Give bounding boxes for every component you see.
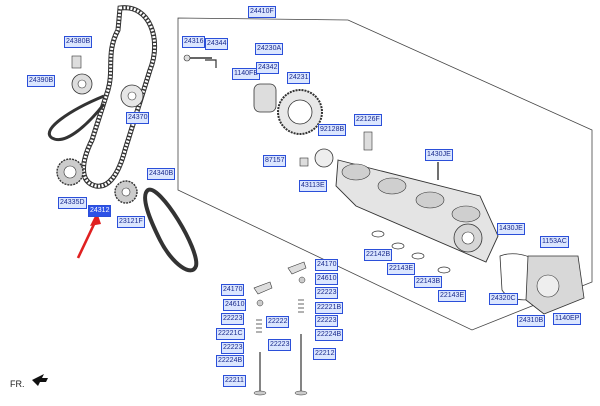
- part-label-24610-right[interactable]: 24610: [315, 273, 339, 285]
- part-label-24310b[interactable]: 24310B: [517, 315, 546, 327]
- part-label-1140ep[interactable]: 1140EP: [553, 313, 582, 325]
- selection-arrow: [76, 212, 101, 259]
- part-label-24342[interactable]: 24342: [256, 62, 280, 74]
- part-label-23121f[interactable]: 23121F: [117, 216, 145, 228]
- valve-spring-left: [256, 319, 262, 333]
- part-label-24231[interactable]: 24231: [287, 72, 311, 84]
- part-label-24170-left[interactable]: 24170: [221, 284, 245, 296]
- part-label-22223-right-2[interactable]: 22223: [315, 315, 339, 327]
- part-label-24344[interactable]: 24344: [205, 38, 229, 50]
- part-label-24335d[interactable]: 24335D: [58, 197, 87, 209]
- part-label-22224b-right[interactable]: 22224B: [315, 329, 344, 341]
- cylinder-head-group-frame: [177, 17, 593, 331]
- lash-adjuster-24610-left: [256, 299, 264, 307]
- cvvt-actuator-24342: [253, 83, 277, 113]
- front-direction-arrow-icon: [32, 374, 48, 386]
- belt-loop-left: [48, 94, 106, 142]
- pin-24344: [205, 59, 217, 68]
- part-label-1140fb[interactable]: 1140FB: [232, 68, 260, 80]
- part-label-43113e[interactable]: 43113E: [299, 180, 327, 192]
- part-label-22143e-upper[interactable]: 22143E: [387, 263, 416, 275]
- valve-spring-right: [298, 299, 304, 313]
- part-label-24170-right[interactable]: 24170: [315, 259, 339, 271]
- part-label-22221c[interactable]: 22221C: [216, 328, 245, 340]
- part-label-22211[interactable]: 22211: [223, 375, 246, 387]
- cylinder-head-24410f: [335, 159, 499, 263]
- part-label-22221b-right[interactable]: 22221B: [315, 302, 344, 314]
- crank-sprocket-24335d: [56, 158, 84, 186]
- part-label-24610-left[interactable]: 24610: [223, 299, 247, 311]
- part-label-1153ac[interactable]: 1153AC: [540, 236, 569, 248]
- part-label-24380b[interactable]: 24380B: [64, 36, 93, 48]
- part-label-87157[interactable]: 87157: [263, 155, 287, 167]
- seal-22143b: [411, 252, 425, 260]
- part-label-22143b[interactable]: 22143B: [414, 276, 443, 288]
- part-label-22223-right-1[interactable]: 22223: [315, 287, 339, 299]
- part-label-22143e-lower[interactable]: 22143E: [438, 290, 467, 302]
- part-label-24320c[interactable]: 24320C: [489, 293, 518, 305]
- part-label-22212[interactable]: 22212: [313, 348, 337, 360]
- part-label-24370[interactable]: 24370: [126, 112, 150, 124]
- part-label-24390b[interactable]: 24390B: [27, 75, 56, 87]
- rear-cover-24310b: [525, 255, 585, 315]
- timing-belt-illustration: [81, 5, 158, 189]
- part-label-24312[interactable]: 24312: [88, 205, 112, 217]
- part-label-22223-middle[interactable]: 22223: [268, 339, 292, 351]
- seal-22143e-a: [391, 242, 405, 250]
- idler-pulley-24390b: [71, 73, 93, 95]
- part-label-22142b[interactable]: 22142B: [364, 249, 393, 261]
- part-label-22223-left-2[interactable]: 22223: [221, 342, 245, 354]
- part-label-22224b-left[interactable]: 22224B: [216, 355, 245, 367]
- part-label-92128b[interactable]: 92128B: [318, 124, 347, 136]
- part-label-1430je-upper[interactable]: 1430JE: [425, 149, 453, 161]
- bolt-24380b: [71, 55, 82, 69]
- part-label-22222-middle[interactable]: 22222: [266, 316, 290, 328]
- part-label-22126f[interactable]: 22126F: [354, 114, 382, 126]
- part-label-1430je-lower[interactable]: 1430JE: [497, 223, 525, 235]
- part-label-22223-left-1[interactable]: 22223: [221, 313, 245, 325]
- part-label-24410f[interactable]: 24410F: [248, 6, 276, 18]
- bolt-24316: [183, 54, 212, 62]
- cam-sprocket-24231: [277, 89, 323, 135]
- lash-adjuster-24610-right: [298, 276, 306, 284]
- rocker-arm-24170-left: [253, 281, 273, 295]
- part-label-24316[interactable]: 24316: [182, 36, 206, 48]
- seal-22143e-b: [437, 266, 451, 274]
- crank-pulley-23121f: [114, 180, 138, 204]
- dowel-22126f: [363, 131, 373, 151]
- part-label-24340b[interactable]: 24340B: [147, 168, 176, 180]
- tensioner-24370: [120, 84, 144, 108]
- front-direction-label: FR.: [10, 379, 25, 389]
- plug-87157: [299, 157, 309, 167]
- part-label-24230a[interactable]: 24230A: [255, 43, 284, 55]
- seal-92128b: [314, 148, 334, 168]
- rocker-arm-24170-right: [287, 261, 307, 275]
- seal-22142b: [371, 230, 385, 238]
- accessory-belt-24340b: [143, 187, 199, 273]
